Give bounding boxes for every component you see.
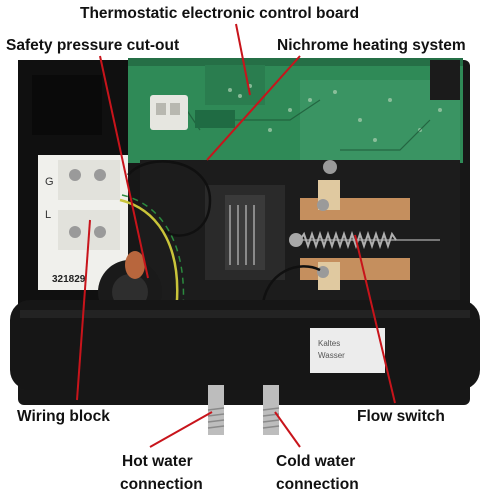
label-pressure-cutout: Safety pressure cut-out (6, 37, 179, 54)
label-cold-water-line2: connection (276, 476, 359, 493)
leader-hot-water (149, 411, 213, 448)
callout-labels: Thermostatic electronic control board Sa… (6, 5, 466, 493)
label-cold-water-line1: Cold water (276, 453, 355, 470)
cold-water-pipe (262, 385, 280, 435)
svg-text:Wasser: Wasser (318, 351, 345, 360)
leader-heating-system (206, 55, 301, 161)
label-hot-water-line1: Hot water (122, 453, 193, 470)
heating-element-contacts (300, 160, 410, 290)
label-flow-switch: Flow switch (357, 408, 445, 425)
hot-water-pipe (207, 385, 225, 435)
leader-pressure-cutout (99, 55, 149, 279)
label-wiring-block: Wiring block (17, 408, 110, 425)
board-connector (150, 95, 188, 130)
label-heating-system: Nichrome heating system (277, 37, 466, 54)
leader-wiring-block (76, 219, 91, 401)
terminal-label-l: L (45, 209, 51, 221)
housing-left-cavity (32, 75, 102, 135)
terminal-label-g: G (45, 176, 54, 188)
label-control-board: Thermostatic electronic control board (80, 5, 359, 22)
flow-switch-spring (289, 230, 440, 250)
label-hot-water-line2: connection (120, 476, 203, 493)
tank-label-plate: Kaltes Wasser (310, 328, 385, 373)
leader-flow-switch (354, 234, 396, 404)
serial-number: 321829 (52, 274, 86, 285)
svg-text:Kaltes: Kaltes (318, 339, 340, 348)
heater-illustration: G L 321829 Kaltes Wasser (10, 58, 480, 435)
leader-lines (76, 23, 396, 448)
leader-control-board (235, 23, 251, 96)
leader-cold-water (274, 411, 301, 448)
